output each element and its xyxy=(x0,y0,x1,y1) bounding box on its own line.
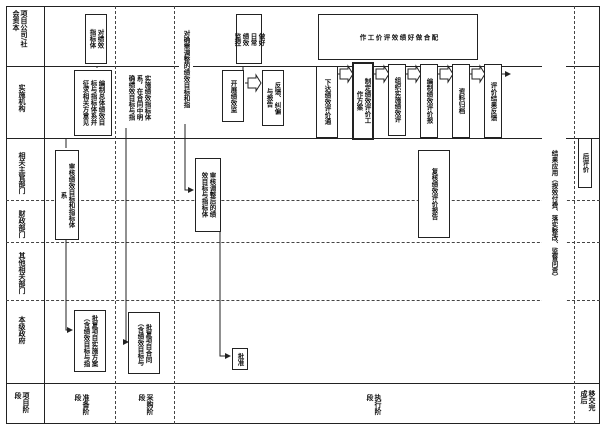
node-organize-evaluation: 组织实施绩效评 xyxy=(388,64,406,136)
node-archive: 资料归档 xyxy=(452,64,470,138)
row-divider xyxy=(6,138,600,139)
diagram-frame xyxy=(6,6,600,424)
stage-label-execution: 执行阶 段 xyxy=(366,394,382,415)
row-label-other-dept: 其他相关部门 xyxy=(18,252,26,294)
node-post-evaluation: 后评价 xyxy=(578,138,592,188)
node-daily-monitoring: 做好 日常 绩效 监控 xyxy=(233,14,265,64)
row-divider xyxy=(6,242,600,243)
row-label-competent-dept: 相关主管部门 xyxy=(18,152,26,194)
block-arrow xyxy=(407,64,422,84)
block-arrow xyxy=(439,64,454,84)
node-cooperate-evaluation: 配 合 做 好 绩 效 评 价 工 作 xyxy=(318,14,478,60)
connector-arrow xyxy=(65,240,73,333)
row-label-implementing-agency: 实施机构 xyxy=(18,84,26,112)
column-divider xyxy=(174,6,175,424)
block-arrow xyxy=(375,64,390,84)
connector-arrow xyxy=(123,120,129,345)
node-performance-monitoring: 开展绩效监 xyxy=(222,70,244,122)
node-indicator-system: 对绩效 指标体 xyxy=(85,14,107,64)
node-result-application: 结果应用（按效付费、落实整改、监督问责） xyxy=(542,50,566,380)
row-label-project-company: 项目公司/社 会资本 xyxy=(12,10,28,48)
row-divider xyxy=(6,66,600,67)
node-approve-plan: 批复项目实施方案 （含绩效目标与指 xyxy=(74,310,106,372)
connector-arrow xyxy=(219,232,231,359)
node-result-feedback: 评价结果反馈 xyxy=(484,64,502,138)
row-divider xyxy=(6,300,600,301)
block-arrow xyxy=(471,64,486,84)
node-review-adjusted: 审核调整后的绩 效目标与指标体 xyxy=(195,158,221,232)
node-implement-indicators: 实施绩效指标体 系，在合同中明 确绩效目标与指 xyxy=(117,68,161,128)
stage-label-handover: 移交完 成后 xyxy=(580,390,596,411)
column-divider xyxy=(574,6,575,424)
node-adjust-targets: 对确需调整的绩效目标和指 xyxy=(179,14,193,124)
column-divider xyxy=(115,6,116,424)
node-compile-report: 编制绩效评价报 xyxy=(420,64,438,138)
node-recheck-report: 复核绩效评价报告 xyxy=(418,150,450,238)
node-review-targets: 审核绩效目标和指标体 系 xyxy=(55,150,79,240)
row-divider xyxy=(6,200,600,201)
node-approve: 批准 xyxy=(232,348,248,370)
row-label-local-gov: 本级政府 xyxy=(18,316,26,344)
stage-label-procurement: 采购阶 段 xyxy=(138,394,154,415)
block-arrow xyxy=(339,64,354,84)
node-issue-notice: 下达绩效评价通 xyxy=(316,66,338,138)
node-feedback-correction: 反馈、纠偏 与报告 xyxy=(262,70,284,126)
stage-label-prep: 准备阶 段 xyxy=(74,394,90,415)
node-make-plan: 制定绩效评价工 作方案 xyxy=(352,62,374,140)
row-label-project-stage: 项目阶 段 xyxy=(14,392,30,413)
node-approve-contract: 批复项目合同 （含绩效目标与 xyxy=(128,312,160,374)
row-label-finance-dept: 财政部门 xyxy=(18,210,26,238)
row-divider xyxy=(6,383,600,384)
column-divider xyxy=(44,6,45,424)
node-compile-targets: 编制总体绩效目 标与指标体系并 征求相关方意见 xyxy=(74,70,112,136)
block-arrow xyxy=(247,73,262,93)
